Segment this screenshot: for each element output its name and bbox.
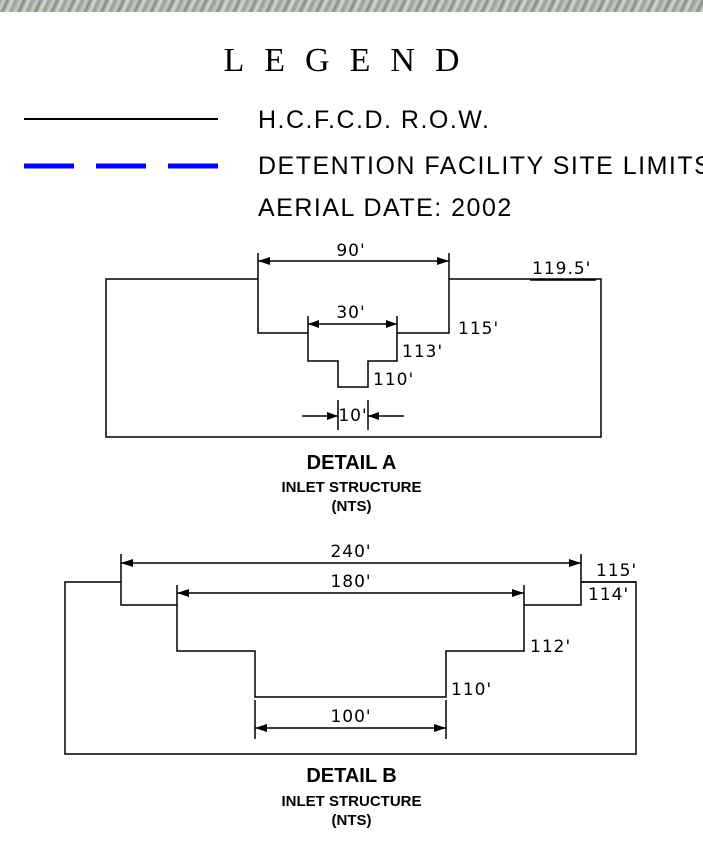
detail-b-dim-240-label: 240' — [330, 542, 371, 562]
detail-a-elev-115-label: 115' — [458, 319, 499, 339]
detail-a-elev-110-label: 110' — [373, 370, 414, 390]
legend-item-row-label: H.C.F.C.D. R.O.W. — [258, 106, 491, 134]
detail-b-section-outline — [64, 581, 637, 755]
detail-a-dim-90-label: 90' — [336, 241, 365, 261]
detail-a-subtitle: INLET STRUCTURE — [281, 479, 422, 496]
detail-b-dim-180-label: 180' — [330, 572, 371, 592]
detail-b-elev-110-label: 110' — [451, 680, 492, 700]
detail-b-subtitle: INLET STRUCTURE — [281, 793, 422, 810]
detail-a-title: DETAIL A — [306, 452, 397, 474]
detail-b-elev-114-label: 114' — [588, 585, 629, 605]
detail-a-elev-113-label: 113' — [402, 342, 443, 362]
detail-a-scale: (NTS) — [331, 498, 372, 515]
detail-b-title: DETAIL B — [306, 765, 397, 787]
detail-a-elev-119-label: 119.5' — [532, 259, 591, 279]
aerial-photo-strip — [0, 0, 703, 12]
detail-a-dim-30-label: 30' — [336, 303, 365, 323]
detail-a-diagram: 90' 119.5' 30' 115' 113' 110' 10' — [105, 241, 602, 438]
legend-row-row-symbol — [24, 118, 218, 169]
legend-title: LEGEND — [223, 42, 480, 79]
legend-item-site-limits-label: DETENTION FACILITY SITE LIMITS — [258, 152, 703, 180]
detail-b-elev-115-label: 115' — [596, 561, 637, 581]
detail-a-dim-10-label: 10' — [338, 406, 367, 426]
detail-b-diagram: 240' 115' 180' 114' 112' 110' 100' — [64, 542, 637, 755]
detail-b-scale: (NTS) — [331, 812, 372, 829]
detail-a-section-outline — [105, 278, 602, 438]
detail-b-elev-112-label: 112' — [530, 637, 571, 657]
aerial-date-label: AERIAL DATE: 2002 — [258, 194, 513, 222]
detail-b-dim-100-label: 100' — [330, 707, 371, 727]
